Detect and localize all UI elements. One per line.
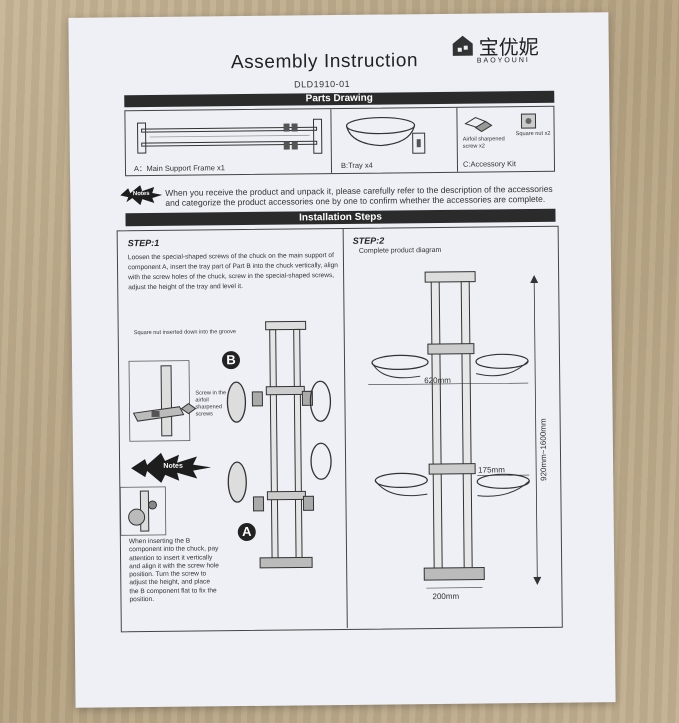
part-b-caption: B:Tray x4	[340, 160, 373, 170]
notes-badge-2: Notes	[163, 462, 183, 470]
instruction-sheet: Assembly Instruction DLD1910-01 宝优妮 BAOY…	[68, 12, 616, 708]
step1-instructions: Loosen the special-shaped screws of the …	[127, 252, 338, 292]
part-c-caption: C:Accessory Kit	[462, 159, 516, 169]
model-number: DLD1910-01	[294, 78, 351, 90]
label-a-circle: A	[237, 522, 256, 542]
part-a-caption: A：Main Support Frame x1	[133, 163, 225, 174]
installation-steps-header: Installation Steps	[125, 208, 556, 227]
label-b-circle: B	[221, 351, 241, 370]
frame-assembly-drawing	[226, 320, 332, 569]
main-frame-drawing	[137, 118, 323, 154]
notes-badge: Notes	[132, 191, 150, 198]
tray-dimension: 175mm	[478, 465, 505, 475]
base-dimension: 200mm	[432, 591, 460, 602]
nut-groove-caption: Square nut inserted down into the groove	[133, 329, 237, 337]
nut-caption: Square nut x2	[515, 130, 551, 138]
step2-label: STEP:2	[352, 235, 385, 246]
step2-caption: Complete product diagram	[358, 246, 442, 255]
height-dimension: 920mm~1600mm	[538, 418, 549, 481]
rail-detail-drawing	[128, 360, 191, 442]
screw-icon	[464, 117, 493, 133]
brand-logo-icon	[452, 35, 473, 56]
notes-text: When you receive the product and unpack …	[165, 183, 553, 208]
screw-caption: Airfoil sharpened screw x2	[462, 136, 505, 150]
document-title: Assembly Instruction	[230, 50, 419, 74]
height-dimension-arrow	[530, 274, 542, 585]
parts-drawing-header: Parts Drawing	[124, 90, 555, 108]
parts-drawing-box: A：Main Support Frame x1 B:Tray x4 Airfoi…	[124, 105, 556, 177]
brand-name-cn: 宝优妮	[478, 34, 539, 60]
square-nut-icon	[520, 113, 537, 129]
tray-drawing	[345, 116, 426, 154]
insertion-note: When inserting the B component into the …	[128, 537, 219, 604]
notes-badge-icon	[120, 185, 163, 206]
step1-label: STEP:1	[127, 237, 160, 249]
screw-detail-icon	[180, 402, 197, 415]
width-dimension: 620mm	[424, 375, 451, 386]
complete-product-drawing	[368, 271, 530, 589]
brand-name-en: BAOYOUNI	[476, 57, 530, 65]
notes-badge-2-icon	[131, 452, 212, 483]
chuck-detail-drawing	[119, 486, 167, 536]
